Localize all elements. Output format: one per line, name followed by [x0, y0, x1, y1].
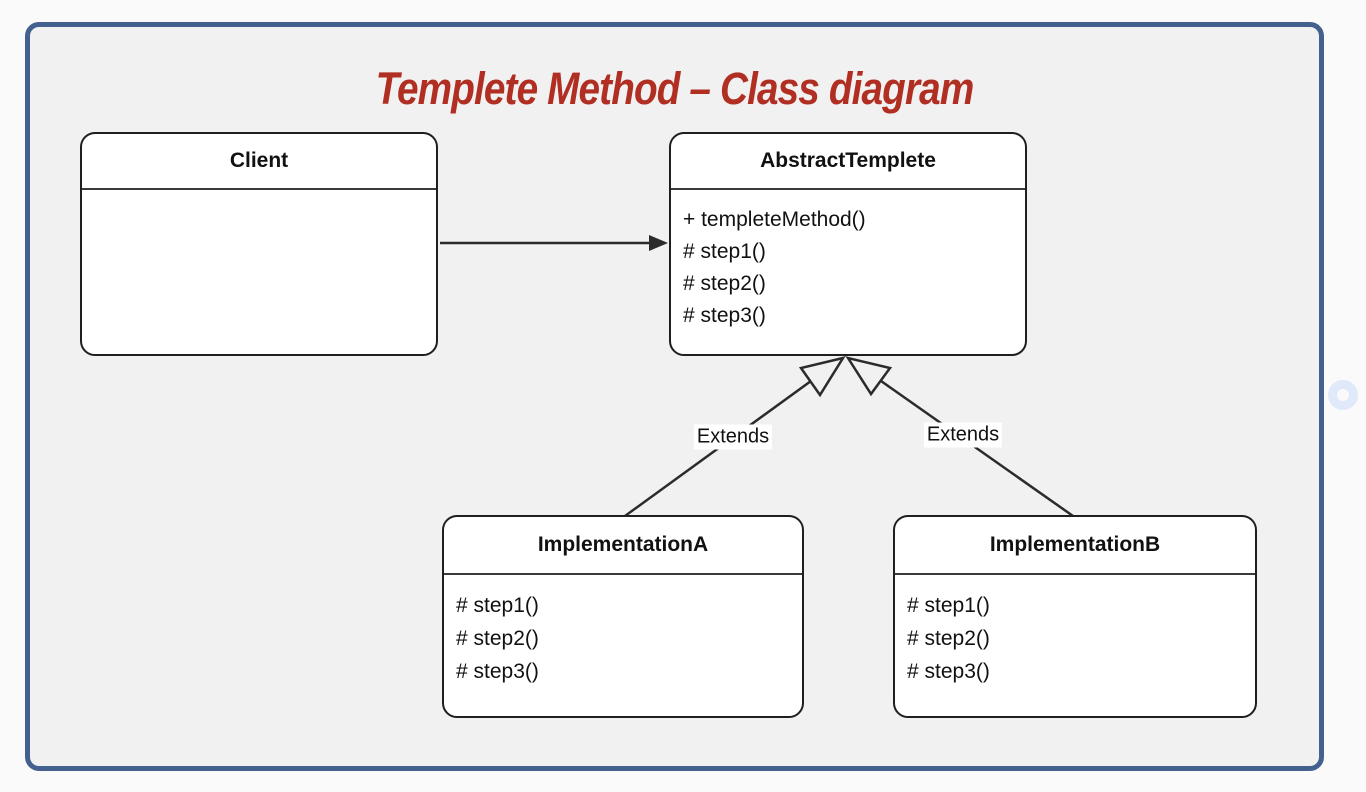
- class-name-implementation-b: ImplementationB: [895, 517, 1255, 575]
- method-item: # step1(): [683, 240, 766, 263]
- method-item: # step3(): [907, 660, 990, 683]
- page-title: Templete Method – Class diagram: [30, 63, 1319, 115]
- page-title-text: Templete Method – Class diagram: [375, 63, 975, 114]
- extends-label-implementation-b: Extends: [923, 422, 1003, 448]
- method-item: # step3(): [683, 304, 766, 327]
- class-box-client: Client: [80, 132, 438, 356]
- method-item: # step1(): [907, 594, 990, 617]
- class-box-abstract-templete: AbstractTemplete + templeteMethod() # st…: [669, 132, 1027, 356]
- method-item: # step3(): [456, 660, 539, 683]
- method-item: # step2(): [683, 272, 766, 295]
- extends-label-implementation-a: Extends: [693, 424, 773, 450]
- method-item: # step1(): [456, 594, 539, 617]
- class-methods-abstract-templete: + templeteMethod() # step1() # step2() #…: [671, 190, 1025, 332]
- class-name-abstract-templete: AbstractTemplete: [671, 134, 1025, 190]
- method-item: # step2(): [456, 627, 539, 650]
- class-methods-implementation-a: # step1() # step2() # step3(): [444, 575, 802, 688]
- method-item: # step2(): [907, 627, 990, 650]
- class-box-implementation-a: ImplementationA # step1() # step2() # st…: [442, 515, 804, 718]
- class-name-client: Client: [82, 134, 436, 190]
- method-item: + templeteMethod(): [683, 208, 866, 231]
- class-box-implementation-b: ImplementationB # step1() # step2() # st…: [893, 515, 1257, 718]
- class-methods-implementation-b: # step1() # step2() # step3(): [895, 575, 1255, 688]
- class-name-implementation-a: ImplementationA: [444, 517, 802, 575]
- class-methods-client: [82, 190, 436, 204]
- cursor-highlight-ring: [1328, 380, 1358, 410]
